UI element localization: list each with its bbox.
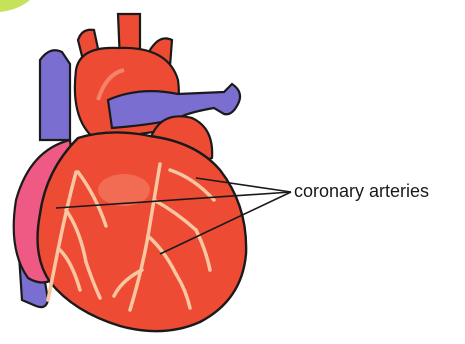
- corner-accent: [0, 0, 30, 12]
- heart-body: [38, 132, 247, 331]
- superior-vena-cava: [40, 50, 70, 140]
- heart-highlight: [98, 174, 150, 206]
- coronary-arteries-label: coronary arteries: [294, 181, 429, 202]
